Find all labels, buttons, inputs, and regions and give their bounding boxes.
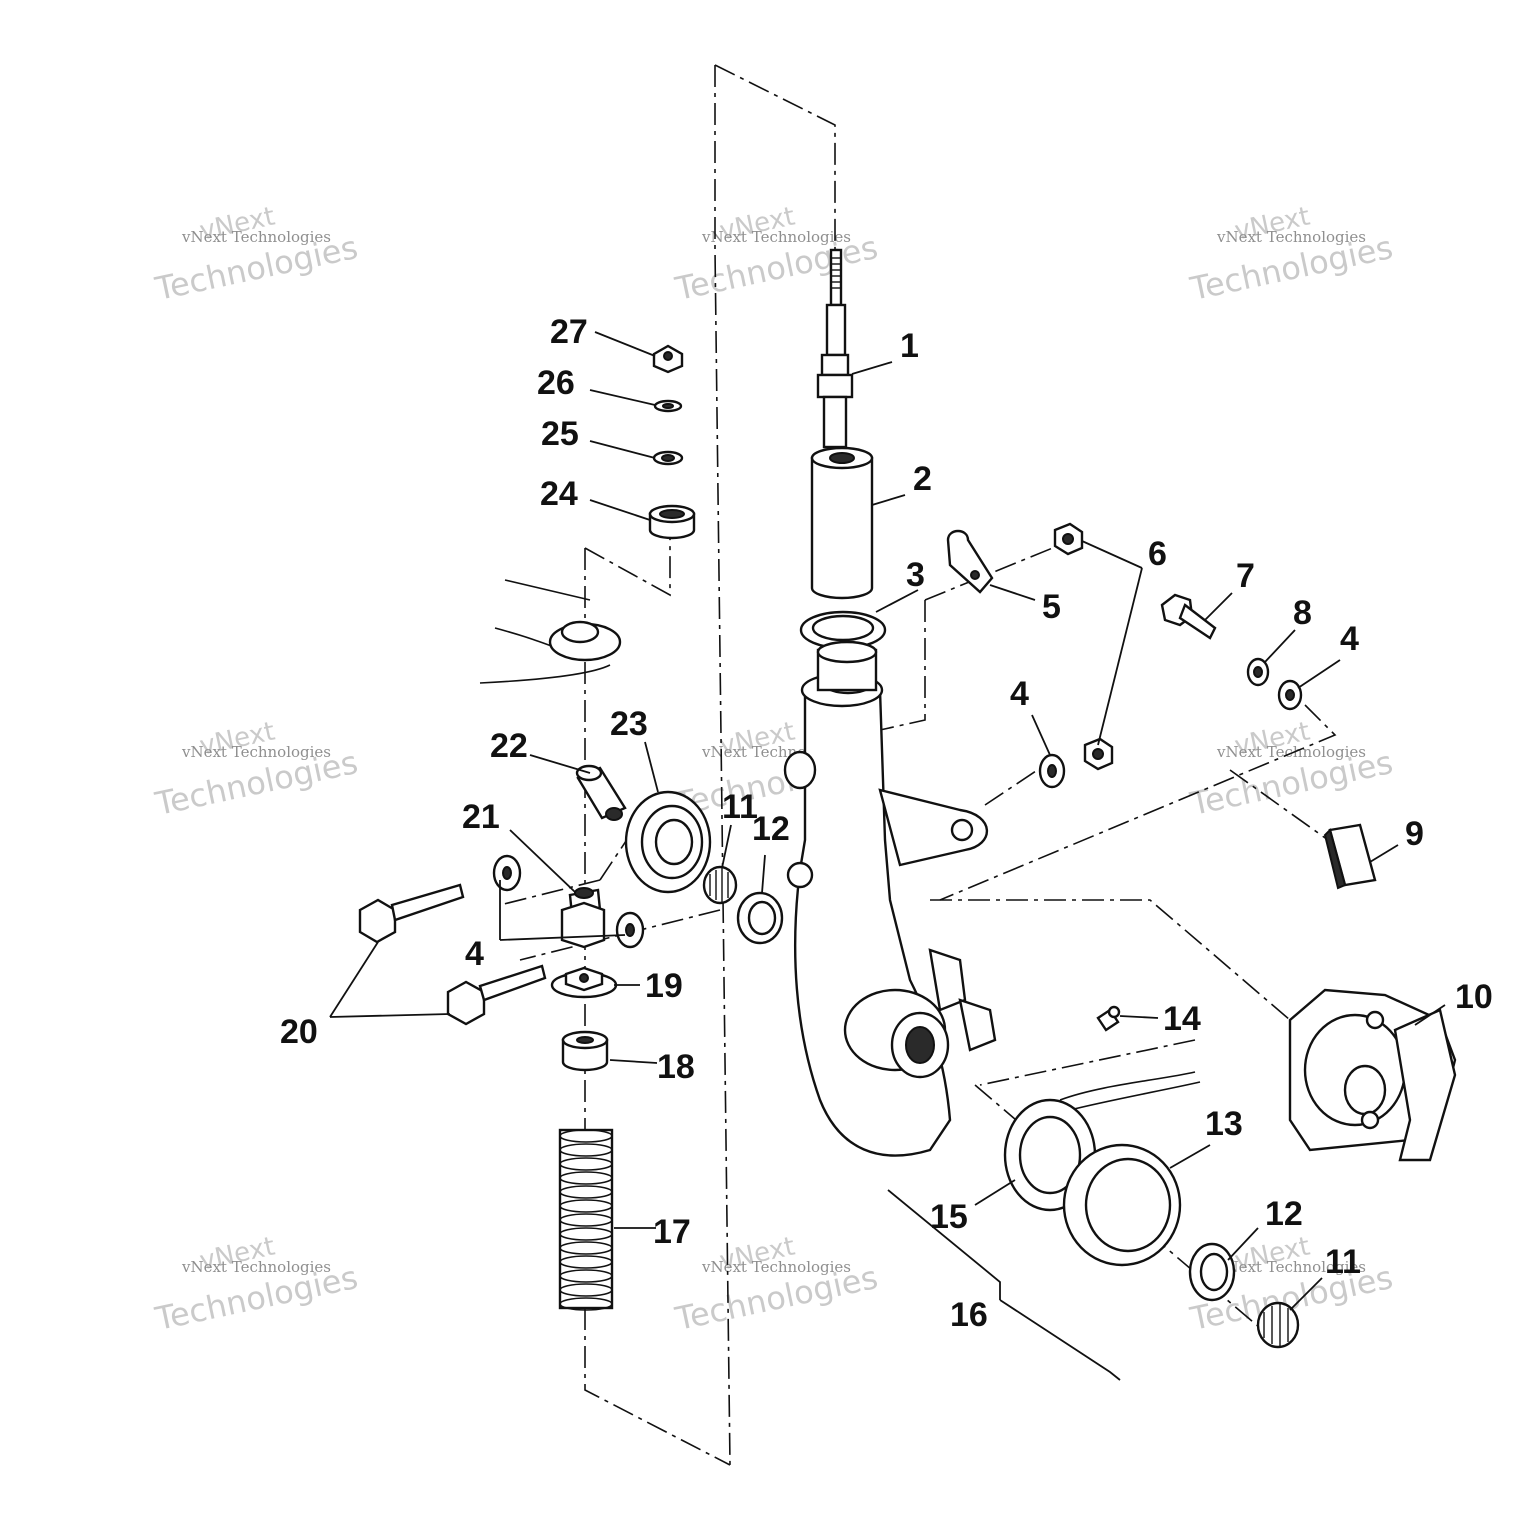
- part-6-hex-nut-upper: [1053, 522, 1084, 556]
- callout-14: 14: [1163, 1000, 1201, 1038]
- part-10-caliper: [1288, 988, 1457, 1162]
- part-20-bolt-upper: [358, 883, 465, 944]
- svg-text:vNext Technologies: vNext Technologies: [701, 1258, 851, 1276]
- callout-6: 6: [1148, 535, 1167, 573]
- part-5-clip-bracket: [946, 529, 994, 594]
- callout-11-left: 11: [722, 788, 758, 826]
- watermark-bottom-left: vNext vNext Technologies Technologies: [151, 1232, 361, 1339]
- callout-12-left: 12: [752, 810, 790, 848]
- part-4-washer-left-a: [492, 854, 522, 892]
- callout-25: 25: [541, 415, 579, 453]
- part-4-washer-left-b: [615, 911, 645, 949]
- svg-text:vNext Technologies: vNext Technologies: [1216, 1258, 1366, 1276]
- part-24-bushing: [648, 504, 696, 540]
- callout-2: 2: [913, 460, 932, 498]
- callout-4-left: 4: [465, 935, 484, 973]
- callout-19: 19: [645, 967, 683, 1005]
- callout-10: 10: [1455, 978, 1493, 1016]
- part-14-grease-fitting: [1096, 1005, 1121, 1032]
- part-11-roller-bearing-left: [702, 865, 738, 905]
- part-9-key-pad: [1323, 823, 1377, 890]
- frame-bracket: [479, 579, 622, 684]
- part-13-bearing-race: [1062, 1143, 1182, 1267]
- callout-24: 24: [540, 475, 578, 513]
- callout-20: 20: [280, 1013, 318, 1051]
- callout-3: 3: [906, 556, 925, 594]
- svg-text:vNext Technologies: vNext Technologies: [701, 228, 851, 246]
- callout-27: 27: [550, 313, 588, 351]
- callout-5: 5: [1042, 588, 1061, 626]
- callout-4-right: 4: [1340, 620, 1359, 658]
- callout-1: 1: [900, 327, 919, 365]
- part-20-bolt-lower: [446, 964, 547, 1026]
- part-27-nut: [652, 344, 684, 374]
- svg-text:vNext Technologies: vNext Technologies: [181, 228, 331, 246]
- svg-text:vNext Technologies: vNext Technologies: [1216, 228, 1366, 246]
- callout-16: 16: [950, 1296, 988, 1334]
- callout-22: 22: [490, 727, 528, 765]
- part-7-bolt: [1160, 593, 1217, 640]
- watermark-bottom-center: vNext vNext Technologies Technologies: [671, 1232, 881, 1339]
- watermark-top-left: vNext vNext Technologies Technologies: [151, 202, 361, 309]
- callout-26: 26: [537, 364, 575, 402]
- callout-17: 17: [653, 1213, 691, 1251]
- watermark-top-right: vNext vNext Technologies Technologies: [1186, 202, 1396, 309]
- part-18-spacer: [561, 1030, 609, 1072]
- watermark-mid-right: vNext vNext Technologies Technologies: [1186, 717, 1396, 824]
- watermark-top-center: vNext vNext Technologies Technologies: [671, 202, 881, 309]
- svg-text:vNext Technologies: vNext Technologies: [181, 743, 331, 761]
- leader-lines: [329, 331, 1446, 1381]
- callout-12-right: 12: [1265, 1195, 1303, 1233]
- part-1-spindle-shaft: [816, 248, 854, 449]
- steering-knuckle-housing: [783, 640, 997, 1157]
- part-4-washer-right: [1277, 679, 1303, 711]
- part-11-roller-bearing-right: [1256, 1301, 1300, 1349]
- svg-text:vNext Technologies: vNext Technologies: [181, 1258, 331, 1276]
- callout-labels: 1 2 3 5 6 7 8 4 4 9 10 14 13 15 12 11 16…: [280, 313, 1493, 1334]
- part-8-lock-washer: [1246, 657, 1270, 687]
- callout-13: 13: [1205, 1105, 1243, 1143]
- callout-9: 9: [1405, 815, 1424, 853]
- part-17-coil-spring: [558, 1128, 614, 1311]
- part-26-washer: [653, 399, 683, 413]
- callout-7: 7: [1236, 557, 1255, 595]
- callout-11-right: 11: [1325, 1243, 1361, 1281]
- part-23-oil-seal: [624, 790, 712, 894]
- part-12-bearing-cup-left: [736, 891, 784, 945]
- part-19-flange-nut: [550, 966, 618, 999]
- callout-18: 18: [657, 1048, 695, 1086]
- callout-15: 15: [930, 1198, 968, 1236]
- watermark-mid-left: vNext vNext Technologies Technologies: [151, 717, 361, 824]
- part-25-washer: [652, 450, 684, 466]
- part-2-sleeve: [810, 446, 874, 600]
- part-4-washer-center: [1038, 753, 1066, 789]
- callout-23: 23: [610, 705, 648, 743]
- callout-4-center: 4: [1010, 675, 1029, 713]
- callout-8: 8: [1293, 594, 1312, 632]
- callout-21: 21: [462, 798, 500, 836]
- svg-text:vNext Technologies: vNext Technologies: [1216, 743, 1366, 761]
- part-12-bearing-cup-right: [1188, 1242, 1236, 1302]
